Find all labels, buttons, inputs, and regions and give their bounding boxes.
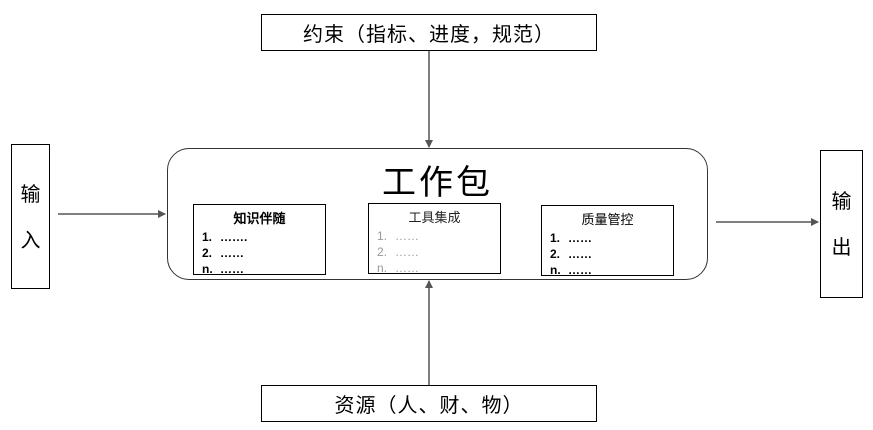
item-text: …… bbox=[220, 262, 244, 276]
module-knowledge: 知识伴随 1. ……. 2. …… n. …… bbox=[193, 204, 326, 277]
constraints-label: 约束（指标、进度，规范） bbox=[303, 22, 555, 46]
list-item: 1. ……. bbox=[202, 229, 325, 245]
work-package-container: 工作包 知识伴随 1. ……. 2. …… n. …… 工具集成 1. …… 2. …… … bbox=[167, 148, 708, 280]
item-index: n. bbox=[550, 263, 561, 277]
item-index: 2. bbox=[550, 247, 561, 261]
module-title: 质量管控 bbox=[581, 212, 634, 227]
list-item: n. …… bbox=[377, 260, 500, 276]
module-title: 知识伴随 bbox=[233, 211, 286, 226]
module-tools: 工具集成 1. …… 2. …… n. …… bbox=[368, 203, 501, 276]
item-index: 1. bbox=[202, 230, 213, 244]
item-text: ……. bbox=[220, 230, 248, 244]
list-item: n. …… bbox=[550, 262, 673, 278]
output-char-2: 出 bbox=[831, 235, 852, 259]
item-text: …… bbox=[395, 229, 419, 243]
item-index: n. bbox=[202, 262, 213, 276]
list-item: 2. …… bbox=[550, 246, 673, 262]
input-box: 输 入 bbox=[11, 144, 50, 289]
item-index: 1. bbox=[550, 231, 561, 245]
list-item: 2. …… bbox=[202, 245, 325, 261]
item-index: 1. bbox=[377, 229, 388, 243]
list-item: 1. …… bbox=[550, 230, 673, 246]
list-item: n. …… bbox=[202, 261, 325, 277]
list-item: 1. …… bbox=[377, 228, 500, 244]
item-text: …… bbox=[568, 231, 592, 245]
module-title: 工具集成 bbox=[408, 210, 461, 225]
item-index: n. bbox=[377, 261, 388, 275]
module-item-list: 1. ……. 2. …… n. …… bbox=[194, 229, 325, 277]
item-text: …… bbox=[568, 263, 592, 277]
output-char-1: 输 bbox=[831, 189, 852, 213]
item-text: …… bbox=[395, 261, 419, 275]
item-index: 2. bbox=[202, 246, 213, 260]
constraints-box: 约束（指标、进度，规范） bbox=[261, 14, 597, 51]
input-char-2: 入 bbox=[20, 227, 41, 252]
resources-label: 资源（人、财、物） bbox=[334, 393, 524, 417]
input-char-1: 输 bbox=[20, 181, 41, 206]
module-item-list: 1. …… 2. …… n. …… bbox=[542, 230, 673, 278]
work-package-title: 工作包 bbox=[382, 163, 493, 203]
module-quality: 质量管控 1. …… 2. …… n. …… bbox=[541, 205, 674, 278]
item-text: …… bbox=[220, 246, 244, 260]
item-text: …… bbox=[568, 247, 592, 261]
item-text: …… bbox=[395, 245, 419, 259]
output-box: 输 出 bbox=[820, 150, 863, 298]
resources-box: 资源（人、财、物） bbox=[261, 385, 597, 422]
list-item: 2. …… bbox=[377, 244, 500, 260]
item-index: 2. bbox=[377, 245, 388, 259]
module-item-list: 1. …… 2. …… n. …… bbox=[369, 228, 500, 276]
